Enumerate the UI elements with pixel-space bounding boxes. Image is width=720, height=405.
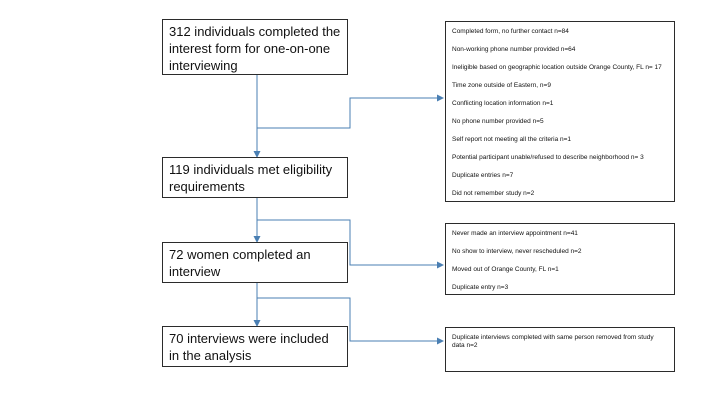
step-4-text: 70 interviews were included in the analy… [169,331,329,363]
exclusion-box-2: Never made an interview appointment n=41… [445,223,675,295]
exclusion-1-item: Did not remember study n=2 [452,190,535,197]
exclusion-box-1: Completed form, no further contact n=84 … [445,21,675,202]
step-box-2: 119 individuals met eligibility requirem… [162,157,348,198]
exclusion-1-item: Conflicting location information n=1 [452,100,554,107]
exclusion-1-item: Non-working phone number provided n=64 [452,46,576,53]
exclusion-3-item: Duplicate interviews completed with same… [452,334,654,349]
exclusion-1-item: Potential participant unable/refused to … [452,154,644,161]
exclusion-1-item: Ineligible based on geographic location … [452,64,662,71]
step-box-3: 72 women completed an interview [162,242,348,283]
step-2-text: 119 individuals met eligibility requirem… [169,162,333,194]
exclusion-1-item: Duplicate entries n=7 [452,172,514,179]
exclusion-2-item: No show to interview, never rescheduled … [452,248,582,255]
arrow-to-exclusion-1 [257,94,444,129]
step-3-text: 72 women completed an interview [169,247,311,279]
step-1-text: 312 individuals completed the interest f… [169,24,341,73]
exclusion-1-item: Time zone outside of Eastern, n=9 [452,82,551,89]
exclusion-box-3: Duplicate interviews completed with same… [445,327,675,372]
exclusion-1-item: Completed form, no further contact n=84 [452,28,569,35]
exclusion-2-item: Duplicate entry n=3 [452,284,509,291]
exclusion-2-item: Never made an interview appointment n=41 [452,230,578,237]
exclusion-2-item: Moved out of Orange County, FL n=1 [452,266,559,273]
exclusion-1-item: No phone number provided n=5 [452,118,544,125]
arrow-to-exclusion-3 [257,297,444,345]
step-box-1: 312 individuals completed the interest f… [162,19,348,75]
exclusion-1-item: Self report not meeting all the criteria… [452,136,572,143]
arrow-to-exclusion-2 [257,219,444,269]
step-box-4: 70 interviews were included in the analy… [162,326,348,367]
